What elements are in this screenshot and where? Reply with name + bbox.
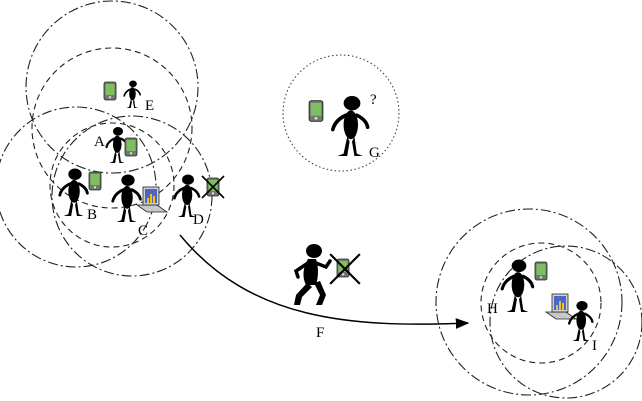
node-e [103, 79, 141, 109]
person-icon [105, 125, 129, 165]
label-a: A [94, 134, 105, 150]
range-circle-h [435, 208, 623, 396]
right-cluster-ranges [435, 208, 642, 399]
running-person-icon [293, 244, 332, 305]
node-a [105, 125, 138, 165]
node-c [111, 173, 168, 224]
node-i [545, 293, 594, 343]
label-e: E [145, 98, 154, 114]
pda-icon [124, 137, 138, 157]
label-g: G [369, 145, 380, 161]
node-h [500, 257, 548, 314]
range-circle-a [31, 47, 193, 209]
person-icon [111, 173, 142, 224]
label-h: H [487, 301, 498, 317]
range-circle-h-inner [480, 242, 602, 364]
node-d [173, 173, 225, 219]
label-c: C [138, 223, 148, 239]
pda-icon [308, 100, 324, 122]
person-icon [173, 173, 201, 219]
movement-arrow [179, 234, 470, 329]
person-icon [123, 79, 141, 109]
range-circle-c [49, 122, 175, 248]
person-icon [568, 299, 594, 343]
left-cluster-ranges [0, 0, 213, 277]
range-circle-e [25, 0, 199, 174]
range-circle-g [282, 54, 400, 172]
pda-icon [103, 81, 117, 101]
pda-icon [88, 171, 102, 191]
person-icon [58, 167, 89, 218]
laptop-icon [545, 293, 577, 320]
label-i: I [592, 338, 597, 354]
label-b: B [87, 207, 97, 223]
pda-icon [534, 261, 548, 281]
person-icon [330, 94, 370, 158]
label-f: F [316, 325, 324, 341]
node-f [293, 244, 361, 305]
node-g [308, 94, 370, 158]
range-circle-i [489, 245, 642, 399]
question-mark: ? [370, 92, 377, 108]
label-d: D [193, 212, 204, 228]
person-icon [500, 257, 535, 314]
